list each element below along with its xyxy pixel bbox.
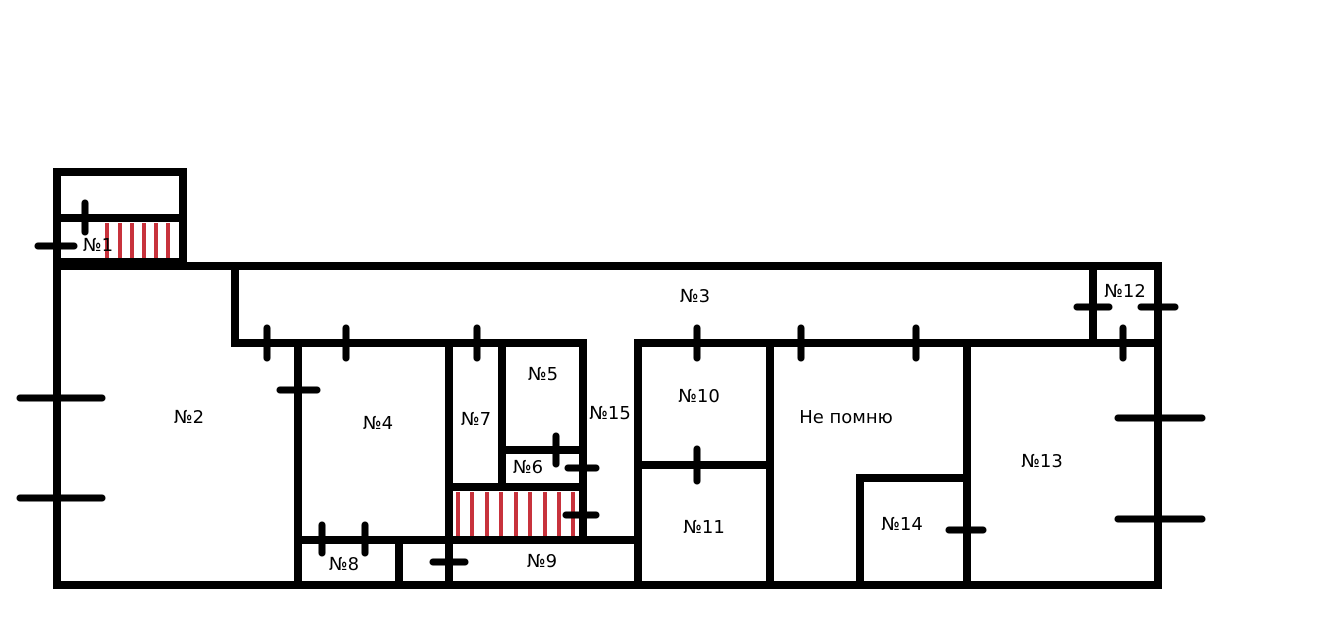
room-label-2: №2: [174, 407, 204, 428]
room-label-9: №9: [527, 551, 557, 572]
room-label-5: №5: [528, 364, 558, 385]
room-label-1: №1: [83, 235, 113, 256]
stairs-2: [456, 492, 575, 536]
doors: [16, 199, 1206, 566]
walls: [53, 168, 1162, 589]
room-label-8: №8: [329, 554, 359, 575]
room-label-3: №3: [680, 286, 710, 307]
room-label-11: №11: [683, 517, 725, 538]
room-label-unknown: Не помню: [799, 407, 893, 428]
room-label-13: №13: [1021, 451, 1063, 472]
room-label-10: №10: [678, 386, 720, 407]
room-label-4: №4: [363, 413, 393, 434]
room-label-12: №12: [1104, 281, 1146, 302]
room-label-14: №14: [881, 514, 923, 535]
room-label-15: №15: [589, 403, 631, 424]
room-label-7: №7: [461, 409, 491, 430]
stairs-1: [105, 223, 170, 260]
room-labels: №1 №2 №3 №4 №5 №6 №7 №8 №9 №10 №11 №12 №…: [83, 235, 1146, 575]
room-label-6: №6: [513, 457, 543, 478]
